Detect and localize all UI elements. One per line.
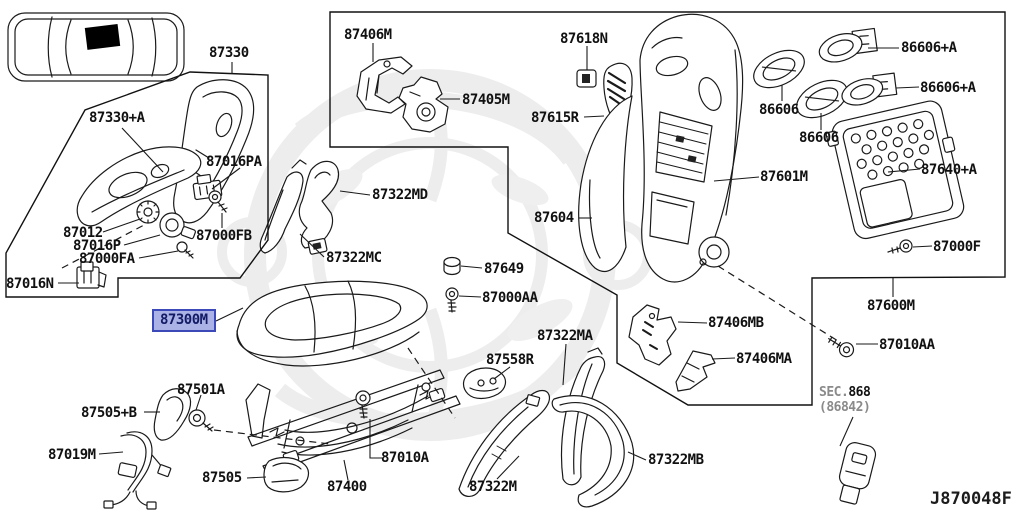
part-label-87322M[interactable]: 87322M	[469, 479, 517, 495]
part-87322MA-drawing	[560, 347, 606, 486]
dashed-lines	[61, 223, 839, 445]
part-label-87322MC[interactable]: 87322MC	[326, 250, 382, 266]
part-label-87505B[interactable]: 87505+B	[81, 405, 137, 421]
part-label-87019M[interactable]: 87019M	[48, 447, 96, 463]
part-87322MD-drawing	[298, 160, 340, 255]
part-87601M-shell-drawing	[639, 13, 744, 283]
part-seatbelt-buckle-86842	[838, 442, 877, 505]
part-label-87400[interactable]: 87400	[327, 479, 367, 495]
part-label-87016N[interactable]: 87016N	[6, 276, 54, 292]
part-label-86606A-2[interactable]: 86606+A	[920, 80, 976, 96]
part-label-87010AA[interactable]: 87010AA	[879, 337, 935, 353]
part-label-87016P[interactable]: 87016P	[73, 238, 121, 254]
part-87016P-motor	[159, 212, 196, 240]
part-label-87406MB[interactable]: 87406MB	[708, 315, 764, 331]
part-87406MA-drawing	[675, 350, 716, 392]
part-label-87640A[interactable]: 87640+A	[921, 162, 977, 178]
part-label-87618N[interactable]: 87618N	[560, 31, 608, 47]
car-top-view	[7, 12, 185, 82]
part-87640A-board-drawing	[825, 100, 965, 240]
section-reference-868: SEC.868 (86842)	[819, 385, 871, 416]
part-87604-pad-drawing	[578, 95, 633, 273]
part-87019M-harness	[103, 431, 172, 510]
part-label-87604[interactable]: 87604	[534, 210, 574, 226]
part-label-86606A-1[interactable]: 86606+A	[901, 40, 957, 56]
part-label-87010A[interactable]: 87010A	[381, 450, 429, 466]
part-87618N-grommet	[576, 69, 597, 88]
part-label-87649[interactable]: 87649	[484, 261, 524, 277]
part-label-87558R[interactable]: 87558R	[486, 352, 534, 368]
part-86606-bezel-1	[753, 49, 805, 89]
part-label-87330A[interactable]: 87330+A	[89, 110, 145, 126]
part-label-86606-1[interactable]: 86606	[759, 102, 799, 118]
part-87000AA-bolt	[445, 287, 459, 313]
part-label-87000FB[interactable]: 87000FB	[196, 228, 252, 244]
part-label-87615R[interactable]: 87615R	[531, 110, 579, 126]
part-87649-cap	[443, 256, 461, 276]
left-region-box	[5, 71, 269, 298]
part-label-87000AA[interactable]: 87000AA	[482, 290, 538, 306]
part-87300M-cushion-drawing	[236, 280, 428, 367]
part-label-87322MB[interactable]: 87322MB	[648, 452, 704, 468]
part-87505B-drawing	[153, 388, 192, 441]
part-label-87601M[interactable]: 87601M	[760, 169, 808, 185]
part-label-87322MA[interactable]: 87322MA	[537, 328, 593, 344]
right-region-box	[329, 11, 1006, 406]
part-86606A-bezel-2	[841, 72, 898, 106]
part-87010A-bolt	[355, 390, 371, 419]
part-label-87016PA[interactable]: 87016PA	[206, 154, 262, 170]
part-label-87405M[interactable]: 87405M	[462, 92, 510, 108]
part-87405M-drawing	[398, 76, 449, 133]
part-label-87000F[interactable]: 87000F	[933, 239, 981, 255]
section-ref-prefix: SEC.	[819, 385, 849, 400]
part-87000F-screw	[887, 239, 913, 254]
section-ref-number: 868	[848, 385, 871, 400]
part-label-87300M-selected[interactable]: 87300M	[152, 309, 216, 332]
section-ref-subnumber: (86842)	[819, 399, 871, 415]
part-86606-bezel-2	[796, 79, 848, 119]
part-label-86606-2[interactable]: 86606	[799, 130, 839, 146]
part-87000FA-screw	[176, 241, 194, 259]
part-87322M-drawing	[458, 389, 551, 497]
part-87406M-drawing	[356, 56, 413, 114]
drawing-code: J870048F	[930, 489, 1012, 509]
part-87558R-drawing	[462, 367, 507, 400]
part-87010AA-bolt	[828, 336, 855, 358]
region-boxes	[5, 11, 1006, 406]
part-87505-drawing	[263, 456, 310, 493]
part-label-87600M[interactable]: 87600M	[867, 298, 915, 314]
part-label-87406M[interactable]: 87406M	[344, 27, 392, 43]
part-label-87330[interactable]: 87330	[209, 45, 249, 61]
leader-lines	[58, 43, 933, 481]
seat-position-marker	[84, 24, 121, 50]
part-label-87501A[interactable]: 87501A	[177, 382, 225, 398]
part-87016N-clip	[76, 261, 107, 289]
part-87322MB-drawing	[551, 395, 635, 508]
part-label-87000FA[interactable]: 87000FA	[79, 251, 135, 267]
part-label-87406MA[interactable]: 87406MA	[736, 351, 792, 367]
part-87322MC-drawing	[259, 159, 307, 254]
part-label-87012[interactable]: 87012	[63, 225, 103, 241]
part-87012-dial	[136, 200, 160, 224]
part-label-87505[interactable]: 87505	[202, 470, 242, 486]
part-86606A-bezel-1	[818, 27, 878, 63]
part-87406MB-drawing	[628, 304, 677, 366]
part-87000FB-screw	[208, 190, 228, 213]
part-label-87322MD[interactable]: 87322MD	[372, 187, 428, 203]
part-87501A-bolt	[188, 409, 214, 432]
part-87400-frame-drawing	[245, 369, 461, 475]
